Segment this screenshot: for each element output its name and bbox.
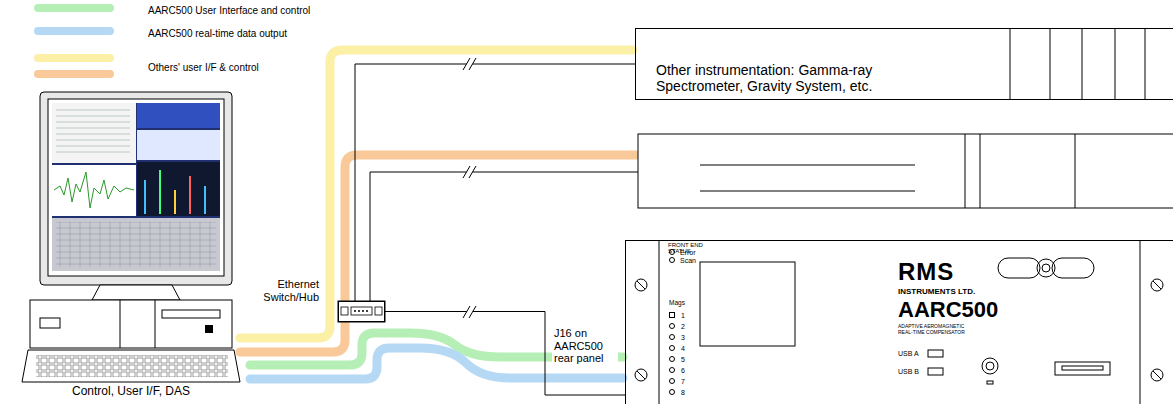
network-cable bbox=[370, 172, 638, 301]
led-label: Error bbox=[680, 249, 710, 257]
connector-callout: J16 on AARC500 rear panel bbox=[552, 326, 618, 366]
computer-workstation bbox=[22, 92, 240, 382]
node-label: Ethernet Switch/Hub bbox=[247, 278, 319, 303]
instrument-label: Other instrumentation: Gamma-ray Spectro… bbox=[656, 62, 921, 94]
legend-text: Others' user I/F & control bbox=[148, 62, 259, 74]
instrument-box: Other instrumentation: Gamma-ray Spectro… bbox=[635, 28, 1173, 100]
aarc500-front-panel: FRONT END STATUSErrorScanMags12345678RMS… bbox=[625, 240, 1173, 404]
computer-node: Control, User I/F, DAS bbox=[20, 88, 242, 402]
channel-number: 4 bbox=[681, 345, 695, 353]
product-name: AARC500 bbox=[898, 297, 1008, 322]
legend-swatch bbox=[34, 4, 114, 12]
signal-bands bbox=[240, 50, 636, 379]
product-description: ADAPTIVE AEROMAGNETIC REAL-TIME COMPENSA… bbox=[898, 323, 970, 335]
company-logo: RMS bbox=[898, 258, 988, 286]
company-name: INSTRUMENTS LTD. bbox=[898, 287, 998, 296]
legend-swatch bbox=[38, 70, 110, 78]
break-mark bbox=[463, 58, 476, 318]
channel-number: 2 bbox=[681, 323, 695, 331]
legend-swatch bbox=[34, 27, 114, 35]
led-label: Scan bbox=[680, 257, 710, 265]
channel-number: 7 bbox=[681, 378, 695, 386]
network-cable bbox=[355, 64, 635, 301]
channel-number: 3 bbox=[681, 334, 695, 342]
channel-number: 6 bbox=[681, 367, 695, 375]
switch-body bbox=[338, 301, 385, 322]
aarc500-panel bbox=[635, 240, 1163, 404]
rack-dividers bbox=[1010, 28, 1145, 100]
channel-number: 5 bbox=[681, 356, 695, 364]
legend-swatch bbox=[34, 54, 114, 62]
port-label: USB A bbox=[898, 350, 926, 358]
network-cable bbox=[385, 312, 625, 396]
legend-text: AARC500 real-time data output bbox=[148, 28, 287, 40]
channel-number: 8 bbox=[681, 389, 695, 397]
mags-heading: Mags bbox=[669, 299, 699, 306]
instrument-box bbox=[638, 134, 1173, 208]
port-label: USB B bbox=[898, 368, 926, 376]
legend-text: AARC500 User Interface and control bbox=[148, 5, 310, 17]
channel-number: 1 bbox=[681, 312, 695, 320]
node-caption: Control, User I/F, DAS bbox=[20, 385, 242, 399]
switch-box: Ethernet Switch/Hub bbox=[338, 301, 385, 322]
